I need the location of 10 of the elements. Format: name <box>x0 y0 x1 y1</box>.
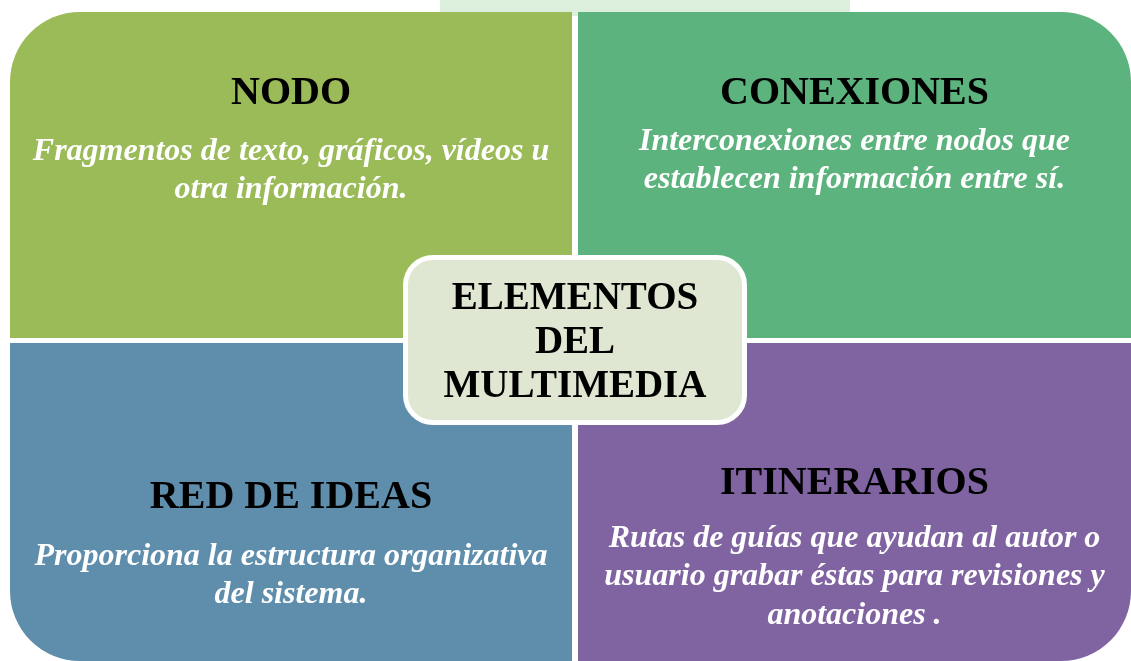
central-box <box>403 255 747 425</box>
panel-heading: NODO <box>230 69 352 113</box>
panel-description: Rutas de guías que ayudan al autor o usuario grabar éstas para revisiones y anotaciones . <box>603 517 1106 633</box>
panel-description: Interconexiones entre nodos que establecen información entre sí. <box>637 120 1072 197</box>
central-title: ELEMENTOS DEL MULTIMEDIA <box>442 274 708 406</box>
panel-description: Fragmentos de texto, gráficos, vídeos u otra información. <box>31 130 551 207</box>
panel-heading: CONEXIONES <box>719 69 990 113</box>
panel-heading: ITINERARIOS <box>719 459 990 503</box>
panel-description: Proporciona la estructura organizativa del sistema. <box>33 535 549 612</box>
panel-heading: RED DE IDEAS <box>148 473 434 517</box>
